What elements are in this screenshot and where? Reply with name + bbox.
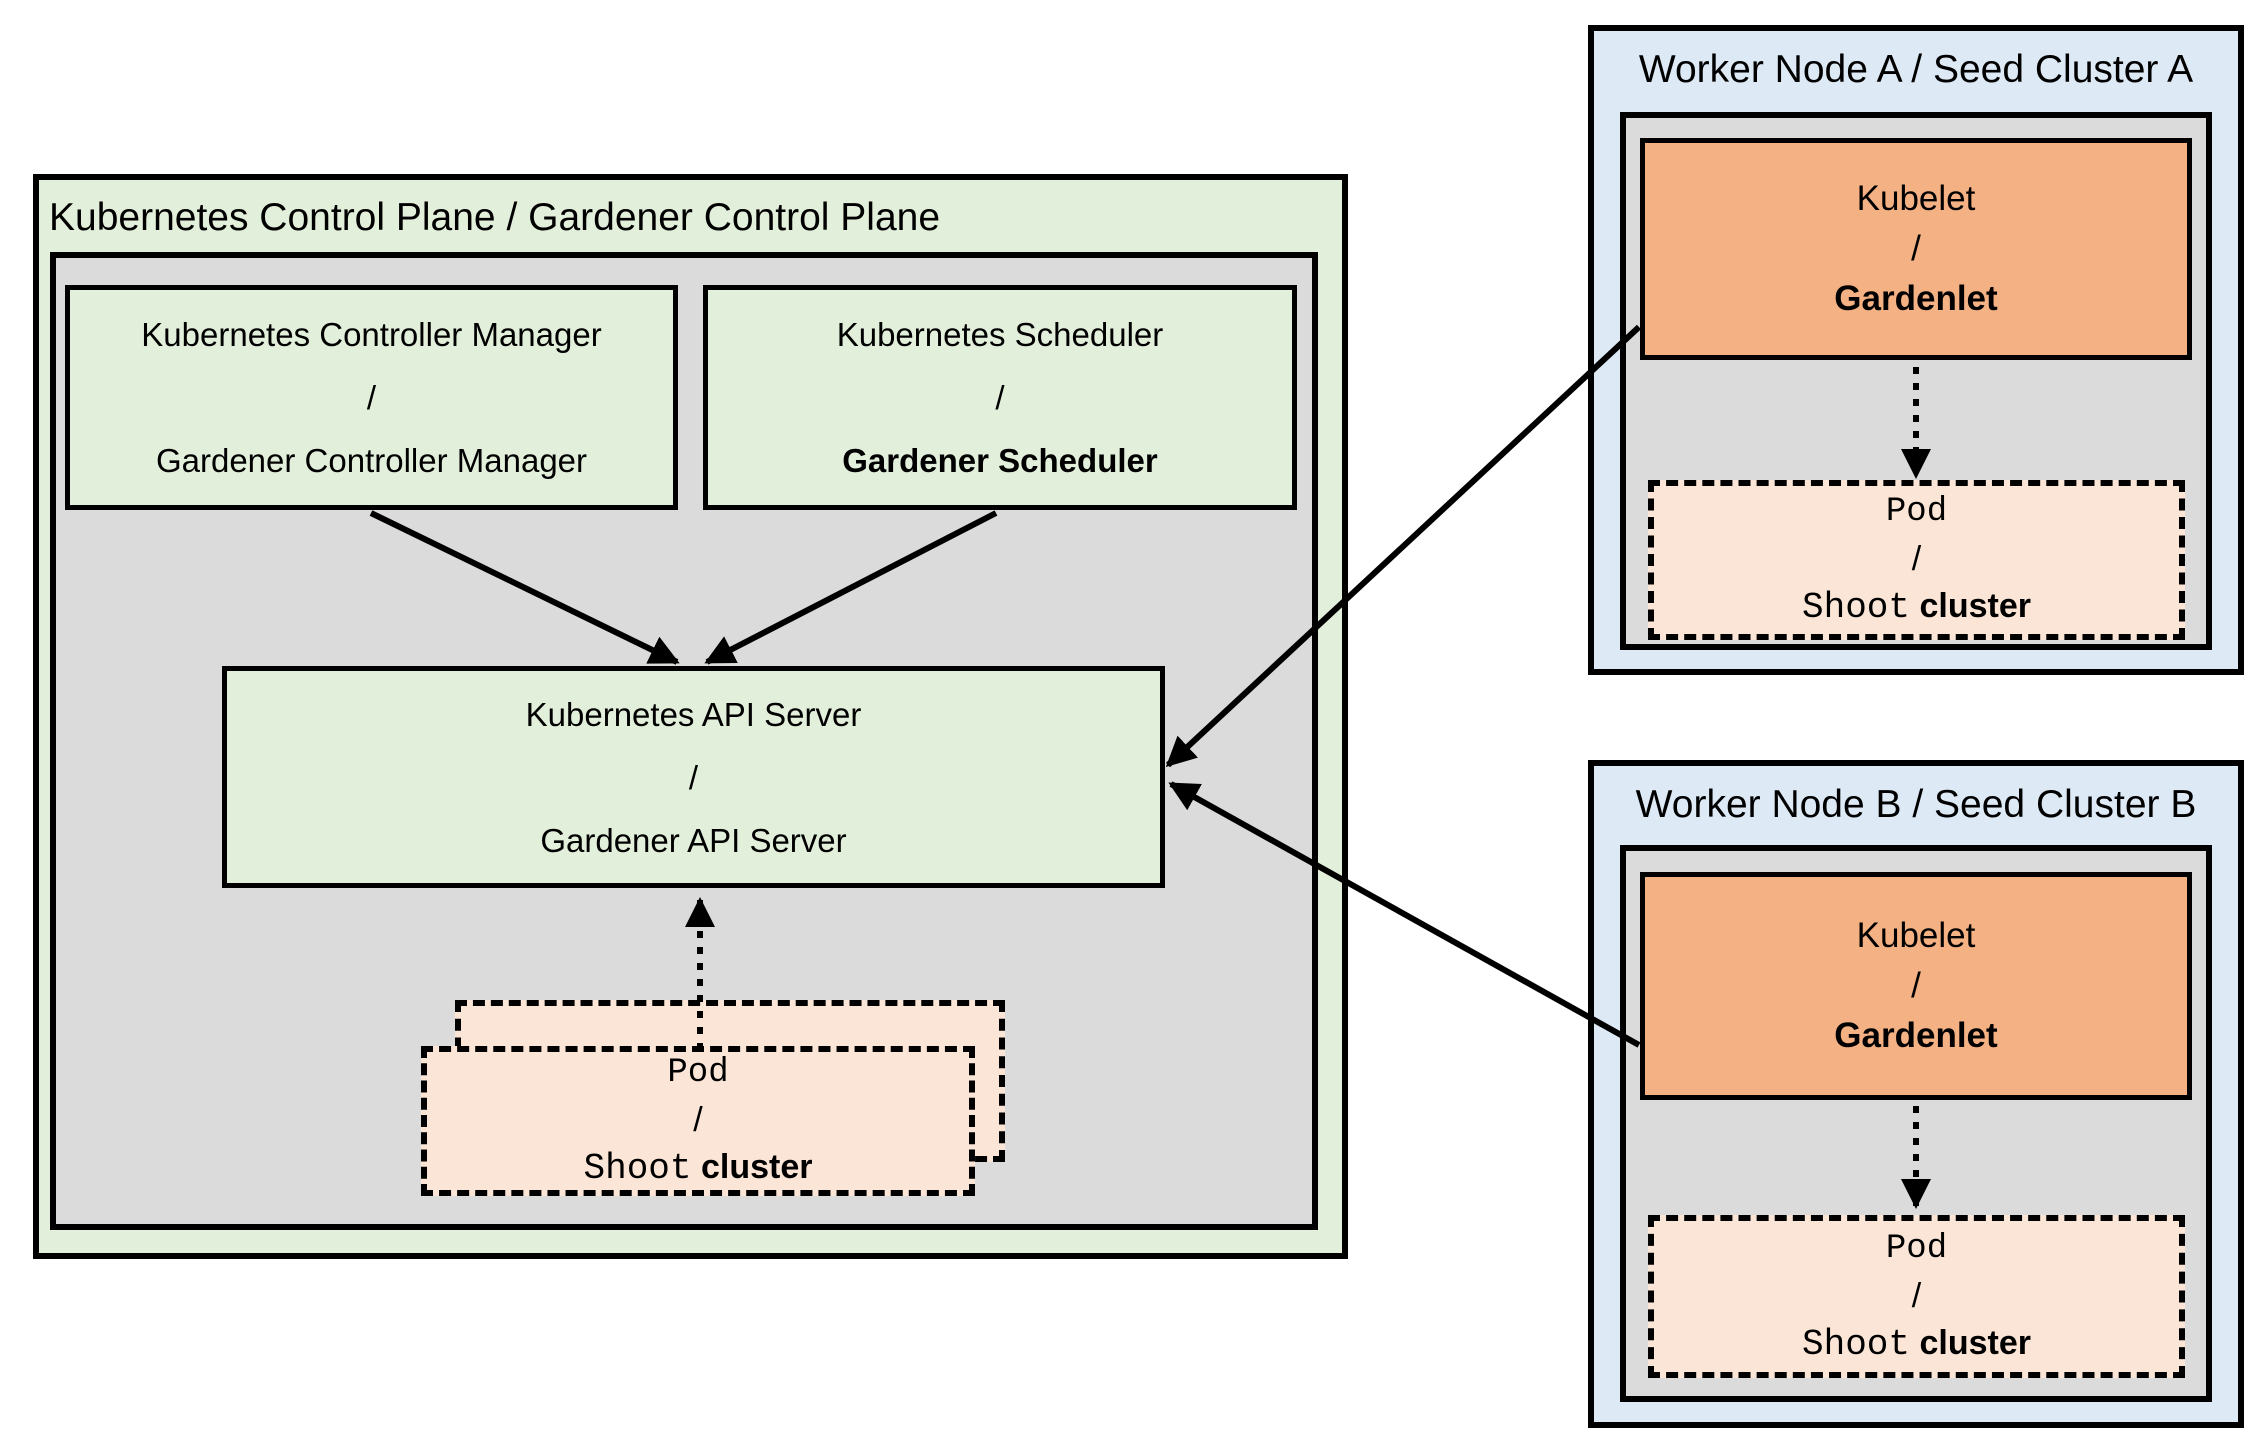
control-plane-title: Kubernetes Control Plane / Gardener Cont… xyxy=(49,196,941,239)
pod-a-line2-cluster: cluster xyxy=(1919,587,2031,625)
worker-node-b-title: Worker Node B / Seed Cluster B xyxy=(1635,783,2197,826)
worker-node-a-inner-box: Kubelet / Gardenlet Pod / Shoot cluster xyxy=(1620,112,2212,650)
kubelet-b-line1: Kubelet xyxy=(1856,916,1976,955)
kubelet-b-slash: / xyxy=(1911,966,1921,1005)
scheduler-box: Kubernetes Scheduler / Gardener Schedule… xyxy=(703,285,1297,510)
kubelet-b-box: Kubelet / Gardenlet xyxy=(1640,872,2192,1100)
api-server-box: Kubernetes API Server / Gardener API Ser… xyxy=(222,666,1165,888)
pod-b-line2: Shoot cluster xyxy=(1802,1320,2031,1368)
pod-a-line2-shoot: Shoot xyxy=(1802,587,1911,628)
pod-b-line2-shoot: Shoot xyxy=(1802,1323,1911,1365)
pod-a-box: Pod / Shoot cluster xyxy=(1648,480,2185,640)
scheduler-line1: Kubernetes Scheduler xyxy=(836,316,1164,353)
controller-manager-line2: Gardener Controller Manager xyxy=(155,442,588,479)
pod-line2-cluster: cluster xyxy=(700,1148,813,1186)
worker-node-a-title: Worker Node A / Seed Cluster A xyxy=(1638,48,2194,91)
pod-b-line1: Pod xyxy=(1885,1229,1948,1268)
kubelet-b-line2: Gardenlet xyxy=(1834,1016,1998,1055)
pod-line2-shoot: Shoot xyxy=(583,1148,692,1189)
control-plane-inner-box: Kubernetes Controller Manager / Gardener… xyxy=(50,252,1318,1230)
pod-b-slash: / xyxy=(1911,1276,1922,1315)
controller-manager-box: Kubernetes Controller Manager / Gardener… xyxy=(65,285,678,510)
scheduler-line2: Gardener Scheduler xyxy=(842,442,1158,479)
worker-node-b-box: Worker Node B / Seed Cluster B Kubelet /… xyxy=(1588,760,2244,1428)
scheduler-slash: / xyxy=(995,379,1005,416)
api-server-slash: / xyxy=(688,758,699,796)
pod-line1: Pod xyxy=(667,1054,729,1092)
controller-manager-line1: Kubernetes Controller Manager xyxy=(141,316,602,353)
pod-a-line2: Shoot cluster xyxy=(1802,583,2031,631)
kubelet-a-slash: / xyxy=(1911,229,1921,268)
api-server-line2: Gardener API Server xyxy=(540,821,847,859)
pod-slash: / xyxy=(693,1101,703,1139)
pod-shoot-box-front: Pod / Shoot cluster xyxy=(421,1046,975,1196)
worker-node-a-box: Worker Node A / Seed Cluster A Kubelet /… xyxy=(1588,25,2244,675)
pod-b-line2-cluster: cluster xyxy=(1919,1323,2031,1362)
api-server-line1: Kubernetes API Server xyxy=(525,695,862,733)
kubelet-a-line2: Gardenlet xyxy=(1834,279,1998,318)
pod-a-line1: Pod xyxy=(1885,493,1948,531)
pod-b-box: Pod / Shoot cluster xyxy=(1648,1215,2185,1378)
pod-a-slash: / xyxy=(1911,540,1922,578)
kubelet-a-line1: Kubelet xyxy=(1856,179,1976,218)
pod-line2: Shoot cluster xyxy=(584,1144,813,1192)
kubelet-a-box: Kubelet / Gardenlet xyxy=(1640,138,2192,360)
worker-node-b-inner-box: Kubelet / Gardenlet Pod / Shoot cluster xyxy=(1620,845,2212,1402)
controller-manager-slash: / xyxy=(366,379,377,416)
control-plane-box: Kubernetes Control Plane / Gardener Cont… xyxy=(33,174,1348,1259)
